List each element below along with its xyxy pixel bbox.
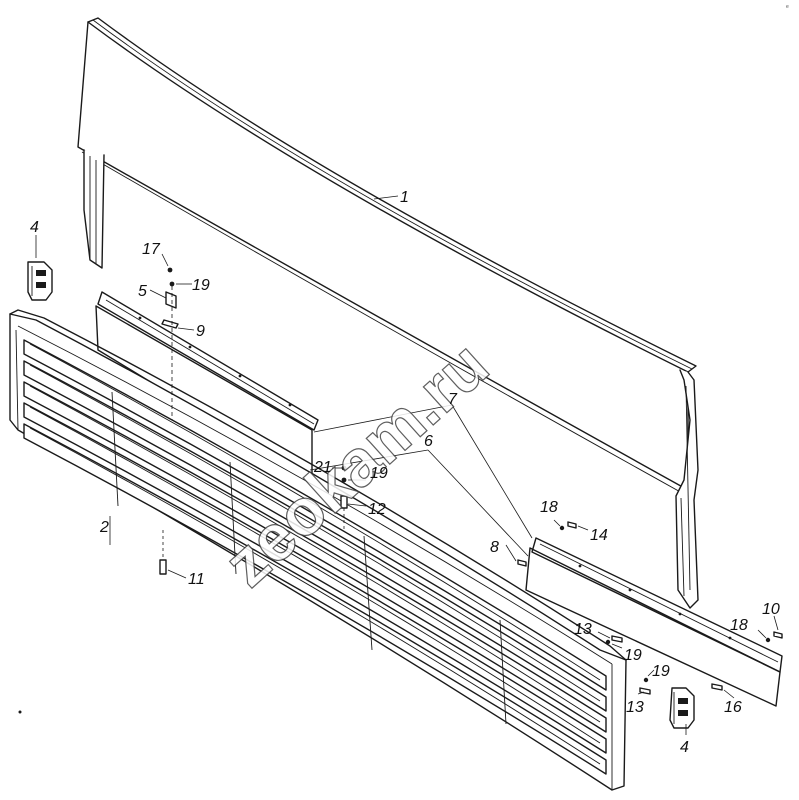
screw-14 <box>567 521 577 529</box>
leader-lines <box>35 195 779 735</box>
corner-mark: e <box>786 4 789 10</box>
label-part-18-upper: 18 <box>540 499 558 516</box>
screw-13a <box>611 635 623 643</box>
grille-slat <box>23 360 607 712</box>
part-labels: 1 2 4 4 5 6 7 8 9 10 11 12 13 13 14 16 1… <box>30 4 789 756</box>
fasteners <box>18 267 783 714</box>
label-part-14: 14 <box>590 527 608 544</box>
clip-5 <box>165 291 177 309</box>
grille-slat <box>23 339 607 691</box>
label-part-13-upper: 13 <box>574 621 592 638</box>
grille-slats <box>23 339 607 775</box>
label-part-16: 16 <box>724 699 742 716</box>
label-part-6: 6 <box>424 433 433 450</box>
grille-slat <box>23 381 607 733</box>
fastener-18b <box>765 637 771 643</box>
label-part-1: 1 <box>400 189 409 206</box>
label-part-19-b: 19 <box>370 465 388 482</box>
grille-slat-edge <box>29 343 601 681</box>
grille-slat <box>23 423 607 775</box>
bolt-12 <box>340 495 348 509</box>
grille-slat-edge <box>29 427 601 765</box>
label-part-4-right: 4 <box>680 739 689 756</box>
label-part-9: 9 <box>196 323 205 340</box>
label-part-18-right: 18 <box>730 617 748 634</box>
label-part-2: 2 <box>99 519 109 536</box>
washer-19d <box>643 677 649 683</box>
label-part-7: 7 <box>448 391 458 408</box>
washer-19a <box>169 281 175 287</box>
radiator-grille <box>9 309 627 791</box>
clip-8 <box>517 559 527 567</box>
label-part-17: 17 <box>142 241 161 258</box>
washer-19b <box>341 477 347 483</box>
bracket-right <box>669 687 695 729</box>
grille-slat <box>23 402 607 754</box>
label-part-21: 21 <box>313 459 332 476</box>
grille-slat-edge <box>29 385 601 723</box>
fastener-17 <box>167 267 173 273</box>
label-part-13-lower: 13 <box>626 699 644 716</box>
screw-10 <box>773 631 783 639</box>
label-part-19-d: 19 <box>652 663 670 680</box>
upper-facing-panel <box>77 17 699 609</box>
bracket-left <box>27 261 53 301</box>
clip-16 <box>711 683 723 691</box>
label-part-8: 8 <box>490 539 499 556</box>
label-part-12: 12 <box>368 501 386 518</box>
fastener-18a <box>559 525 565 531</box>
washer-19c <box>605 639 611 645</box>
grille-slat-edge <box>29 406 601 744</box>
plate-9 <box>161 319 179 329</box>
label-part-5: 5 <box>138 283 147 300</box>
bolt-11 <box>159 559 167 575</box>
label-part-11: 11 <box>188 571 205 588</box>
label-part-19-c: 19 <box>624 647 642 664</box>
label-part-10: 10 <box>762 601 780 618</box>
fastener-21 <box>341 465 347 471</box>
label-part-19-a: 19 <box>192 277 210 294</box>
grille-slat-edge <box>29 364 601 702</box>
label-part-4-left: 4 <box>30 219 39 236</box>
seal-strip-right <box>525 537 783 707</box>
